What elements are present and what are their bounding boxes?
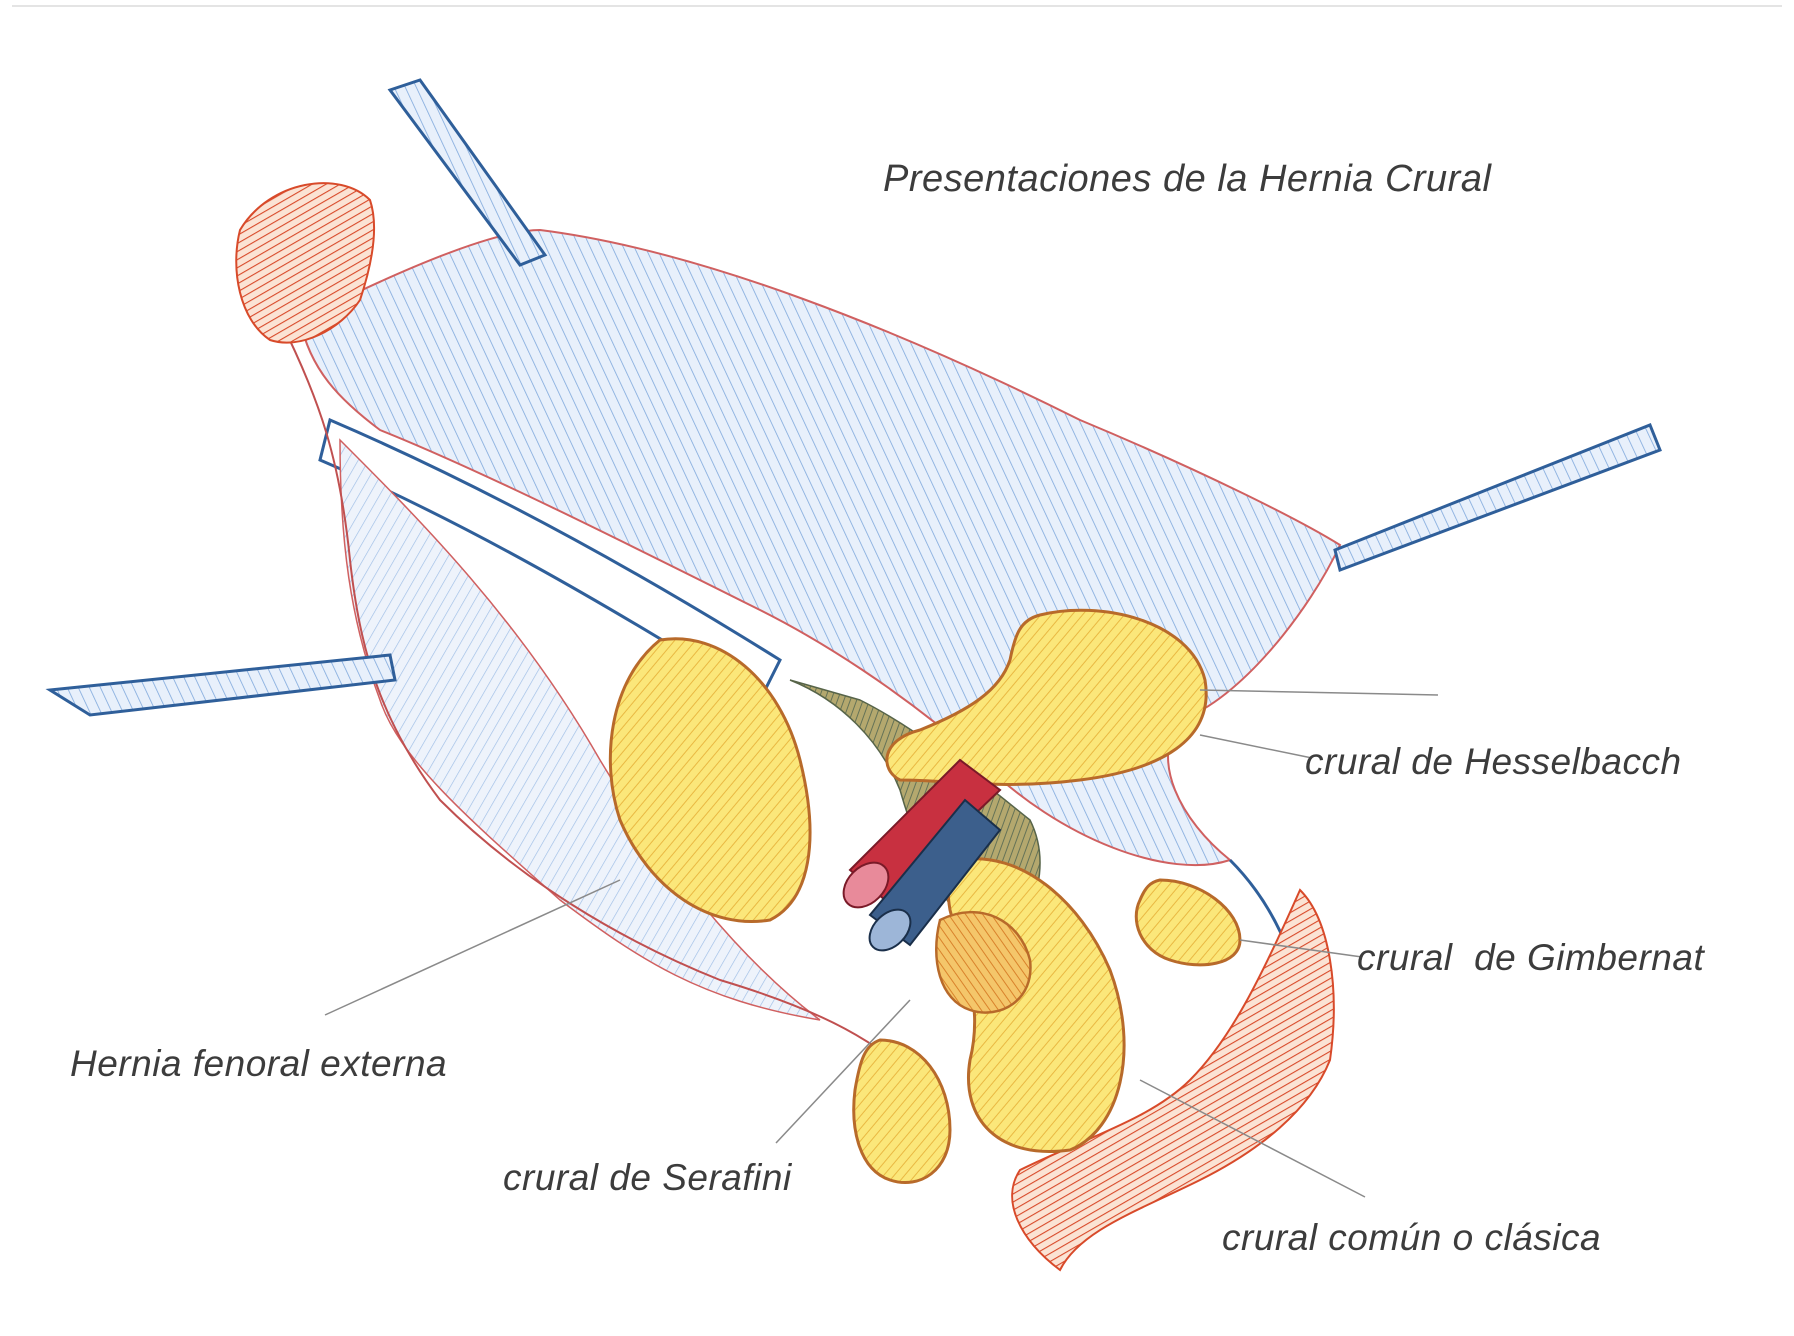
retractor-top <box>390 80 545 265</box>
label-crural-serafini: crural de Serafini <box>503 1157 792 1199</box>
label-crural-hesselbach: crural de Hesselbacch <box>1305 741 1682 783</box>
retractor-right <box>1335 425 1660 570</box>
retractor-left <box>50 655 395 715</box>
diagram-title: Presentaciones de la Hernia Crural <box>883 158 1491 201</box>
label-hernia-externa: Hernia fenoral externa <box>70 1043 447 1085</box>
leader-externa <box>325 880 620 1015</box>
hernia-gimbernat <box>1136 880 1240 965</box>
leader-hesselbach <box>1200 690 1438 695</box>
leader-hesselbach-2 <box>1200 735 1312 758</box>
label-crural-comun: crural común o clásica <box>1222 1217 1601 1259</box>
hernia-serafini <box>854 1040 950 1183</box>
label-crural-gimbernat: crural de Gimbernat <box>1357 937 1704 979</box>
